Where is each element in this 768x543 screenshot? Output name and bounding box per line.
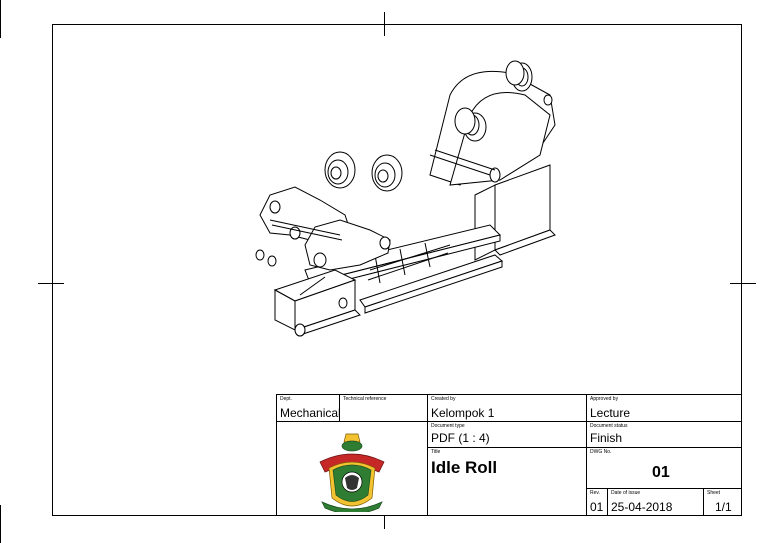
logo-cell — [276, 421, 428, 516]
approved-by-label: Approved by — [590, 396, 619, 402]
document-type-value: PDF (1 : 4) — [431, 431, 490, 445]
document-status-label: Document status — [590, 423, 628, 429]
rev-cell: Rev. 01 — [586, 488, 608, 516]
center-mark-bottom — [384, 505, 385, 529]
document-status-value: Finish — [590, 431, 623, 445]
dwg-no-cell: DWG No. 01 — [586, 447, 742, 489]
dwg-no-label: DWG No. — [590, 449, 612, 455]
document-type-cell: Document type PDF (1 : 4) — [427, 421, 587, 448]
center-mark-left — [38, 283, 64, 284]
dwg-no-value: 01 — [652, 464, 670, 481]
document-status-cell: Document status Finish — [586, 421, 742, 448]
date-of-issue-label: Date of issue — [611, 490, 641, 496]
document-type-label: Document type — [431, 423, 465, 429]
dept-value: Mechanical — [280, 406, 341, 420]
sheet-label: Sheet — [707, 490, 721, 496]
university-logo — [319, 433, 385, 512]
rev-value: 01 — [590, 500, 604, 514]
date-of-issue-cell: Date of issue 25-04-2018 — [607, 488, 704, 516]
sheet-cell: Sheet 1/1 — [703, 488, 742, 516]
created-by-label: Created by — [431, 396, 456, 402]
title-label: Title — [431, 449, 441, 455]
center-mark-right — [730, 283, 756, 284]
approved-by-value: Lecture — [590, 406, 631, 420]
sheet-value: 1/1 — [715, 500, 732, 514]
page-edge-mark-left-top — [0, 0, 1, 38]
created-by-cell: Created by Kelompok 1 — [427, 394, 587, 422]
rev-label: Rev. — [590, 490, 600, 496]
page-edge-mark-left-bottom — [0, 505, 1, 543]
dept-cell: Dept. Mechanical — [276, 394, 341, 422]
created-by-value: Kelompok 1 — [431, 406, 495, 420]
approved-by-cell: Approved by Lecture — [586, 394, 742, 422]
title-block: Dept. Mechanical Technical reference Cre… — [276, 394, 742, 516]
title-value: Idle Roll — [431, 458, 498, 477]
title-cell: Title Idle Roll — [427, 447, 587, 516]
technical-reference-cell: Technical reference — [339, 394, 428, 422]
technical-reference-label: Technical reference — [343, 396, 387, 402]
dept-label: Dept. — [280, 396, 292, 402]
date-of-issue-value: 25-04-2018 — [611, 500, 673, 514]
idle-roll-isometric-drawing — [255, 60, 556, 337]
